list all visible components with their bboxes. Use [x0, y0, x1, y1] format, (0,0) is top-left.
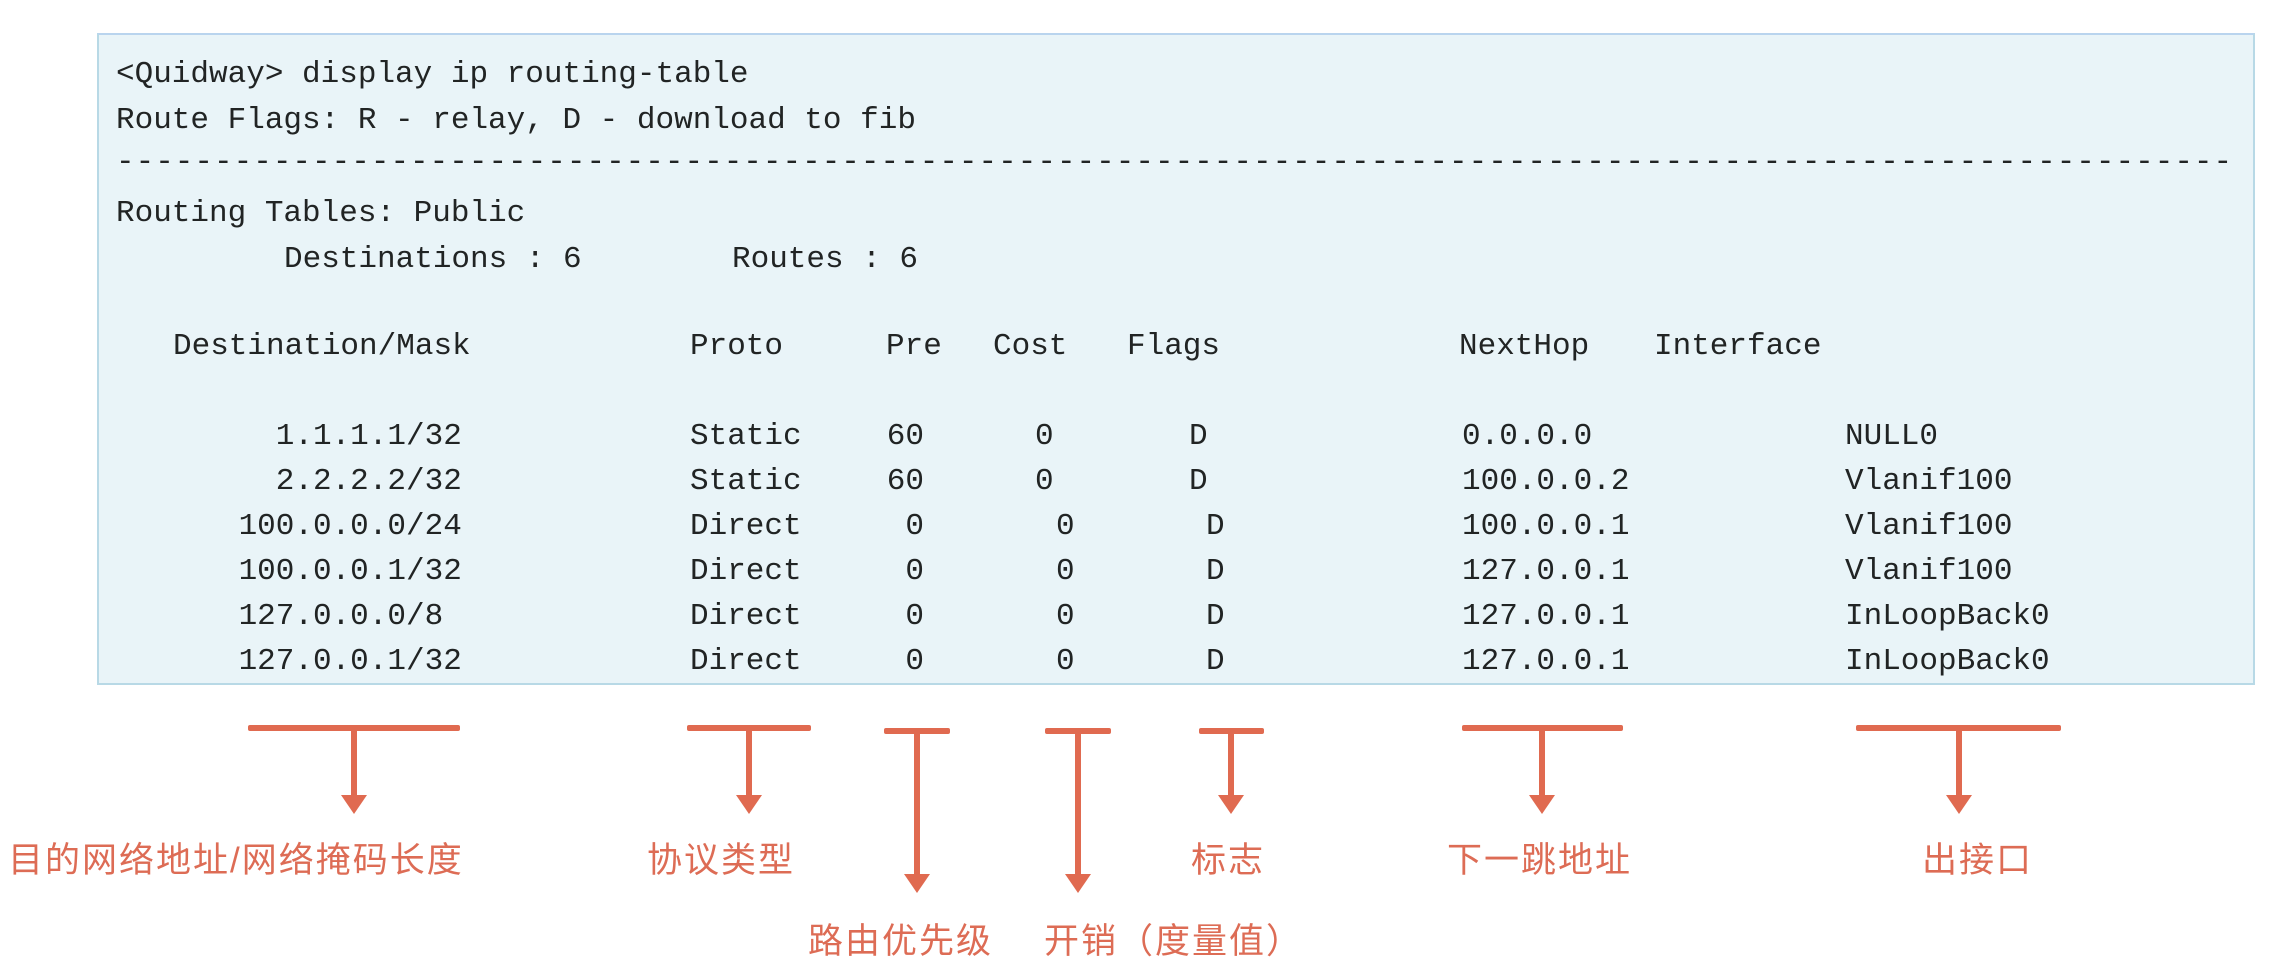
cell-flags: D [1206, 554, 1225, 589]
cell-cost: 0 [1056, 509, 1075, 544]
cell-cost: 0 [1056, 554, 1075, 589]
cell-mask-length: /32 [406, 644, 462, 679]
cell-pre: 0 [905, 554, 924, 589]
cell-pre: 0 [905, 509, 924, 544]
cell-destination-ip: 127.0.0.0 [238, 599, 406, 634]
cell-mask-length: /24 [406, 509, 462, 544]
cell-proto: Static [690, 464, 802, 499]
command-line: <Quidway> display ip routing-table [116, 57, 749, 92]
cell-proto: Direct [690, 509, 802, 544]
annotation-label: 路由优先级 [808, 922, 994, 961]
terminal-output: <Quidway> display ip routing-table Route… [97, 33, 2255, 685]
column-header-proto: Proto [690, 329, 784, 364]
cell-mask-length: /32 [406, 464, 462, 499]
cell-proto: Static [690, 419, 802, 454]
cell-destination-ip: 1.1.1.1 [275, 419, 406, 454]
cell-flags: D [1189, 419, 1208, 454]
cell-nexthop: 127.0.0.1 [1462, 554, 1630, 589]
cell-flags: D [1206, 644, 1225, 679]
annotation-label: 出接口 [1922, 841, 2034, 880]
cell-flags: D [1206, 599, 1225, 634]
table-row: 100.0.0.1 /32 Direct 0 0 D 127.0.0.1 Vla… [116, 552, 2236, 597]
destinations-count: Destinations : 6 [284, 242, 582, 277]
column-header-flags: Flags [1127, 329, 1221, 364]
table-row: 100.0.0.0 /24 Direct 0 0 D 100.0.0.1 Vla… [116, 507, 2236, 552]
table-header-row: Destination/Mask Proto Pre Cost Flags Ne… [116, 327, 2236, 367]
cell-destination-ip: 2.2.2.2 [275, 464, 406, 499]
cell-nexthop: 127.0.0.1 [1462, 599, 1630, 634]
annotation-label: 下一跳地址 [1447, 841, 1633, 880]
cell-interface: Vlanif100 [1845, 464, 2013, 499]
cell-nexthop: 100.0.0.2 [1462, 464, 1630, 499]
cell-cost: 0 [1056, 599, 1075, 634]
table-row: 1.1.1.1 /32 Static 60 0 D 0.0.0.0 NULL0 [116, 417, 2236, 462]
counts-line: Destinations : 6 Routes : 6 [116, 240, 2236, 280]
column-header-destination-mask: Destination/Mask [173, 329, 471, 364]
cell-nexthop: 127.0.0.1 [1462, 644, 1630, 679]
cell-pre: 0 [905, 644, 924, 679]
cell-pre: 60 [886, 419, 924, 454]
cell-mask-length: /32 [406, 419, 462, 454]
cell-flags: D [1189, 464, 1208, 499]
cell-destination-ip: 100.0.0.0 [238, 509, 406, 544]
cell-interface: NULL0 [1845, 419, 1939, 454]
table-row: 127.0.0.0 /8 Direct 0 0 D 127.0.0.1 InLo… [116, 597, 2236, 642]
cell-cost: 0 [1056, 644, 1075, 679]
separator-line: ----------------------------------------… [116, 145, 2236, 180]
annotation-label: 开销（度量值） [1044, 922, 1304, 961]
cell-pre: 0 [905, 599, 924, 634]
route-flags-line: Route Flags: R - relay, D - download to … [116, 103, 916, 138]
cell-mask-length: /32 [406, 554, 462, 589]
cell-pre: 60 [886, 464, 924, 499]
annotation-label: 标志 [1191, 841, 1266, 880]
cell-interface: InLoopBack0 [1845, 644, 2050, 679]
column-header-nexthop: NextHop [1459, 329, 1590, 364]
column-header-pre: Pre [886, 329, 942, 364]
cell-cost: 0 [1035, 419, 1054, 454]
annotation-label: 协议类型 [647, 841, 796, 880]
cell-mask-length: /8 [406, 599, 444, 634]
cell-cost: 0 [1035, 464, 1054, 499]
routing-tables-line: Routing Tables: Public [116, 196, 526, 231]
cell-nexthop: 0.0.0.0 [1462, 419, 1593, 454]
cell-nexthop: 100.0.0.1 [1462, 509, 1630, 544]
cell-interface: Vlanif100 [1845, 554, 2013, 589]
column-header-cost: Cost [993, 329, 1068, 364]
table-row: 127.0.0.1 /32 Direct 0 0 D 127.0.0.1 InL… [116, 642, 2236, 687]
cell-destination-ip: 100.0.0.1 [238, 554, 406, 589]
annotation-label: 目的网络地址/网络掩码长度 [8, 841, 464, 880]
cell-interface: Vlanif100 [1845, 509, 2013, 544]
cell-proto: Direct [690, 599, 802, 634]
column-header-interface: Interface [1654, 329, 1822, 364]
routes-count: Routes : 6 [732, 242, 919, 277]
cell-destination-ip: 127.0.0.1 [238, 644, 406, 679]
cell-proto: Direct [690, 644, 802, 679]
cell-proto: Direct [690, 554, 802, 589]
cell-flags: D [1206, 509, 1225, 544]
table-row: 2.2.2.2 /32 Static 60 0 D 100.0.0.2 Vlan… [116, 462, 2236, 507]
cell-interface: InLoopBack0 [1845, 599, 2050, 634]
route-table-body: 1.1.1.1 /32 Static 60 0 D 0.0.0.0 NULL0 … [116, 417, 2236, 687]
